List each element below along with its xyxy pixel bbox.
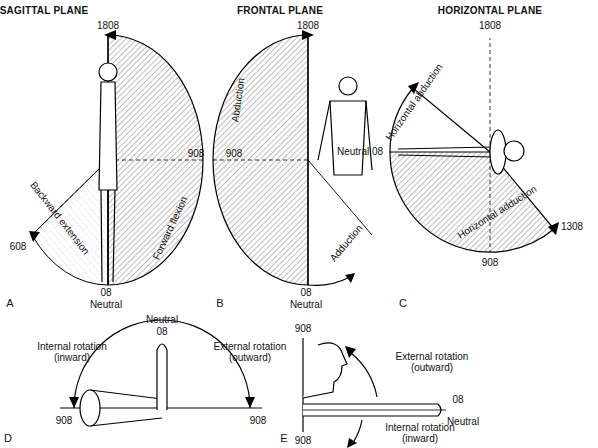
angle-value: 908 xyxy=(482,257,499,268)
figure-head xyxy=(504,141,524,161)
frontal-panel xyxy=(213,30,372,285)
rotation-panel-d xyxy=(60,320,262,426)
figure-arms xyxy=(318,101,372,170)
angle-value: 908 xyxy=(295,435,312,446)
flexion-sector xyxy=(108,35,203,285)
internal-arc xyxy=(352,420,362,444)
external-arc xyxy=(351,353,377,397)
ninety-line xyxy=(213,160,308,161)
position-label: Neutral xyxy=(90,299,122,310)
figure-legs xyxy=(101,190,115,282)
panel-title: HORIZONTAL PLANE xyxy=(438,5,543,16)
angle-value: 08 xyxy=(100,287,111,298)
angle-value: 908 xyxy=(188,148,205,159)
arrow-head xyxy=(302,30,314,40)
panel-letter: A xyxy=(6,298,13,309)
arrow-head xyxy=(548,222,559,235)
angle-value: 908 xyxy=(226,148,243,159)
forearm xyxy=(157,344,167,410)
motion-label: Internal rotation (inward) xyxy=(375,422,465,444)
upper-arm xyxy=(90,390,162,426)
angle-value: 08 xyxy=(452,394,463,405)
angle-value: 908 xyxy=(56,415,73,426)
motion-label: Adduction xyxy=(327,222,364,263)
motion-label: External rotation (outward) xyxy=(205,341,295,363)
angle-value: 08 xyxy=(300,287,311,298)
angle-value: 908 xyxy=(295,323,312,334)
ninety-line xyxy=(108,160,203,161)
panel-letter: B xyxy=(216,298,223,309)
motion-label: Internal rotation (inward) xyxy=(31,341,113,363)
angle-value: 1808 xyxy=(479,20,501,31)
angle-value: 1808 xyxy=(297,20,319,31)
neutral-line xyxy=(303,410,446,411)
arrow-head xyxy=(29,231,40,242)
angle-value: 08 xyxy=(156,326,167,337)
arrow-head xyxy=(345,346,356,358)
motion-label: External rotation (outward) xyxy=(387,351,477,373)
upper-arm-end xyxy=(80,390,100,426)
horizontal-panel xyxy=(390,38,559,252)
angle-value: 1308 xyxy=(561,221,583,232)
figure-head xyxy=(99,63,117,81)
figure-head xyxy=(339,77,357,95)
figure-torso xyxy=(99,82,117,190)
panel-title: SAGITTAL PLANE xyxy=(0,5,88,16)
panel-letter: D xyxy=(4,433,12,444)
axis-line xyxy=(490,38,491,152)
sagittal-panel xyxy=(29,30,203,285)
arrow-head xyxy=(245,397,255,408)
head-profile xyxy=(303,343,347,398)
position-label: Neutral xyxy=(290,299,322,310)
arrow-head xyxy=(104,30,116,40)
axis-line xyxy=(302,338,303,432)
panel-letter: E xyxy=(280,433,287,444)
arrow-head xyxy=(347,438,357,448)
position-label: Neutral 08 xyxy=(337,146,383,157)
motion-label: Horizontal abduction xyxy=(383,62,444,143)
panel-letter: C xyxy=(399,298,407,309)
angle-value: 1808 xyxy=(97,20,119,31)
angle-value: 908 xyxy=(250,415,267,426)
angle-value: 608 xyxy=(10,241,27,252)
figure-torso xyxy=(330,101,366,175)
arrow-head xyxy=(345,273,355,283)
adduction-arc xyxy=(308,277,350,285)
arrow-head xyxy=(69,397,79,408)
adduction-sector xyxy=(390,152,554,252)
ninety-line xyxy=(490,152,491,252)
abduction-sector xyxy=(213,35,308,285)
position-label: Neutral xyxy=(146,314,178,325)
figure-arm xyxy=(398,147,492,157)
panel-title: FRONTAL PLANE xyxy=(237,5,323,16)
